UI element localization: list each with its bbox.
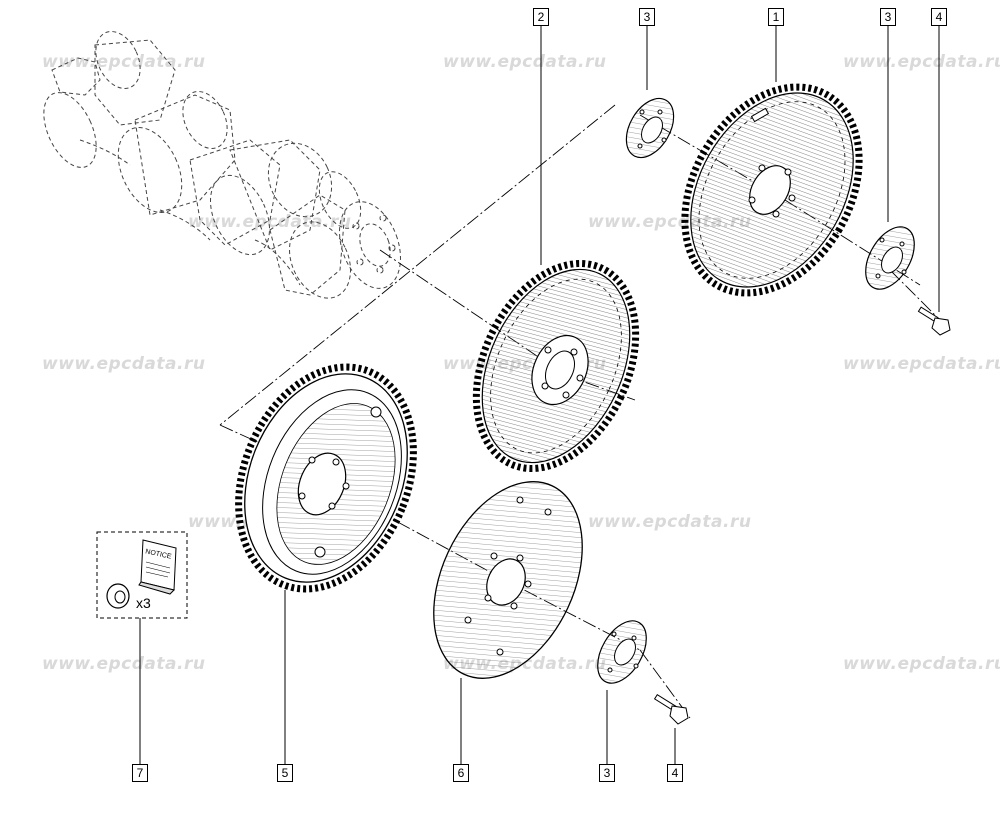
nut-icon <box>106 583 130 609</box>
callout-part-5: 5 <box>277 764 293 782</box>
parts-kit-box: NOTICE x3 <box>96 531 188 619</box>
flywheel-ring-gear-upper <box>681 83 863 297</box>
reinforcement-washer-top <box>625 97 675 159</box>
callout-part-1: 1 <box>768 8 784 26</box>
callout-part-7: 7 <box>132 764 148 782</box>
callout-leaders <box>139 25 940 765</box>
callout-part-3: 3 <box>599 764 615 782</box>
callout-part-2: 2 <box>533 8 549 26</box>
crankshaft-phantom <box>43 31 401 299</box>
flywheel-ring-gear <box>472 259 640 473</box>
reinforcement-washer-bottom <box>597 620 647 684</box>
kit-quantity: x3 <box>136 595 151 611</box>
dual-mass-flywheel <box>235 363 417 593</box>
callout-part-3: 3 <box>880 8 896 26</box>
callout-part-4: 4 <box>931 8 947 26</box>
notice-booklet: NOTICE <box>138 539 177 595</box>
callout-part-3: 3 <box>639 8 655 26</box>
callout-part-4: 4 <box>667 764 683 782</box>
flywheel-bolt-bottom <box>653 693 689 725</box>
callout-part-6: 6 <box>453 764 469 782</box>
flex-plate <box>433 481 583 679</box>
reinforcement-washer-right <box>865 226 915 290</box>
flywheel-bolt-top <box>917 306 951 336</box>
